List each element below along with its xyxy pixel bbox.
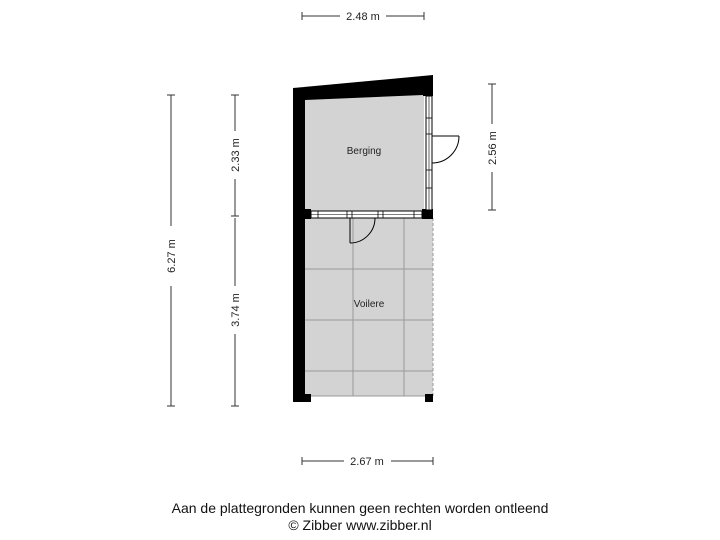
dimension-voilere-height — [231, 218, 239, 407]
dimension-voilere-height-label: 3.74 m — [230, 293, 242, 327]
dimension-top-width-label: 2.48 m — [346, 11, 380, 23]
berging-right-window — [425, 95, 433, 211]
post-mid-right — [422, 209, 433, 219]
post-bottom-left — [303, 394, 311, 402]
dimension-top-width — [301, 12, 425, 20]
dimension-berging-height-label: 2.33 m — [230, 138, 242, 172]
divider-wall — [310, 210, 423, 219]
room-label-berging: Berging — [347, 146, 381, 157]
dimension-bottom-width-label: 2.67 m — [350, 456, 384, 468]
footer-copyright: © Zibber www.zibber.nl — [288, 517, 432, 533]
left-wall — [293, 87, 307, 402]
voilere-inner-door — [349, 217, 376, 244]
top-wall — [293, 75, 433, 100]
post-bottom-right — [425, 394, 433, 402]
voilere-floor — [303, 218, 433, 396]
room-label-voilere: Voilere — [354, 299, 385, 310]
footer-disclaimer: Aan de plattegronden kunnen geen rechten… — [171, 500, 549, 516]
right-wall-top — [423, 86, 433, 96]
berging-floor — [305, 83, 424, 212]
dimension-total-height-label: 6.27 m — [166, 239, 178, 273]
dimension-bottom-width — [301, 457, 434, 465]
dimension-door-side-height — [488, 83, 496, 211]
dimension-door-side-height-label: 2.56 m — [487, 131, 499, 165]
post-mid-left — [298, 209, 311, 219]
voilere-grid — [303, 218, 433, 396]
berging-outer-door — [431, 135, 460, 164]
dimension-berging-height — [231, 94, 239, 217]
dimension-total-height — [167, 94, 175, 407]
